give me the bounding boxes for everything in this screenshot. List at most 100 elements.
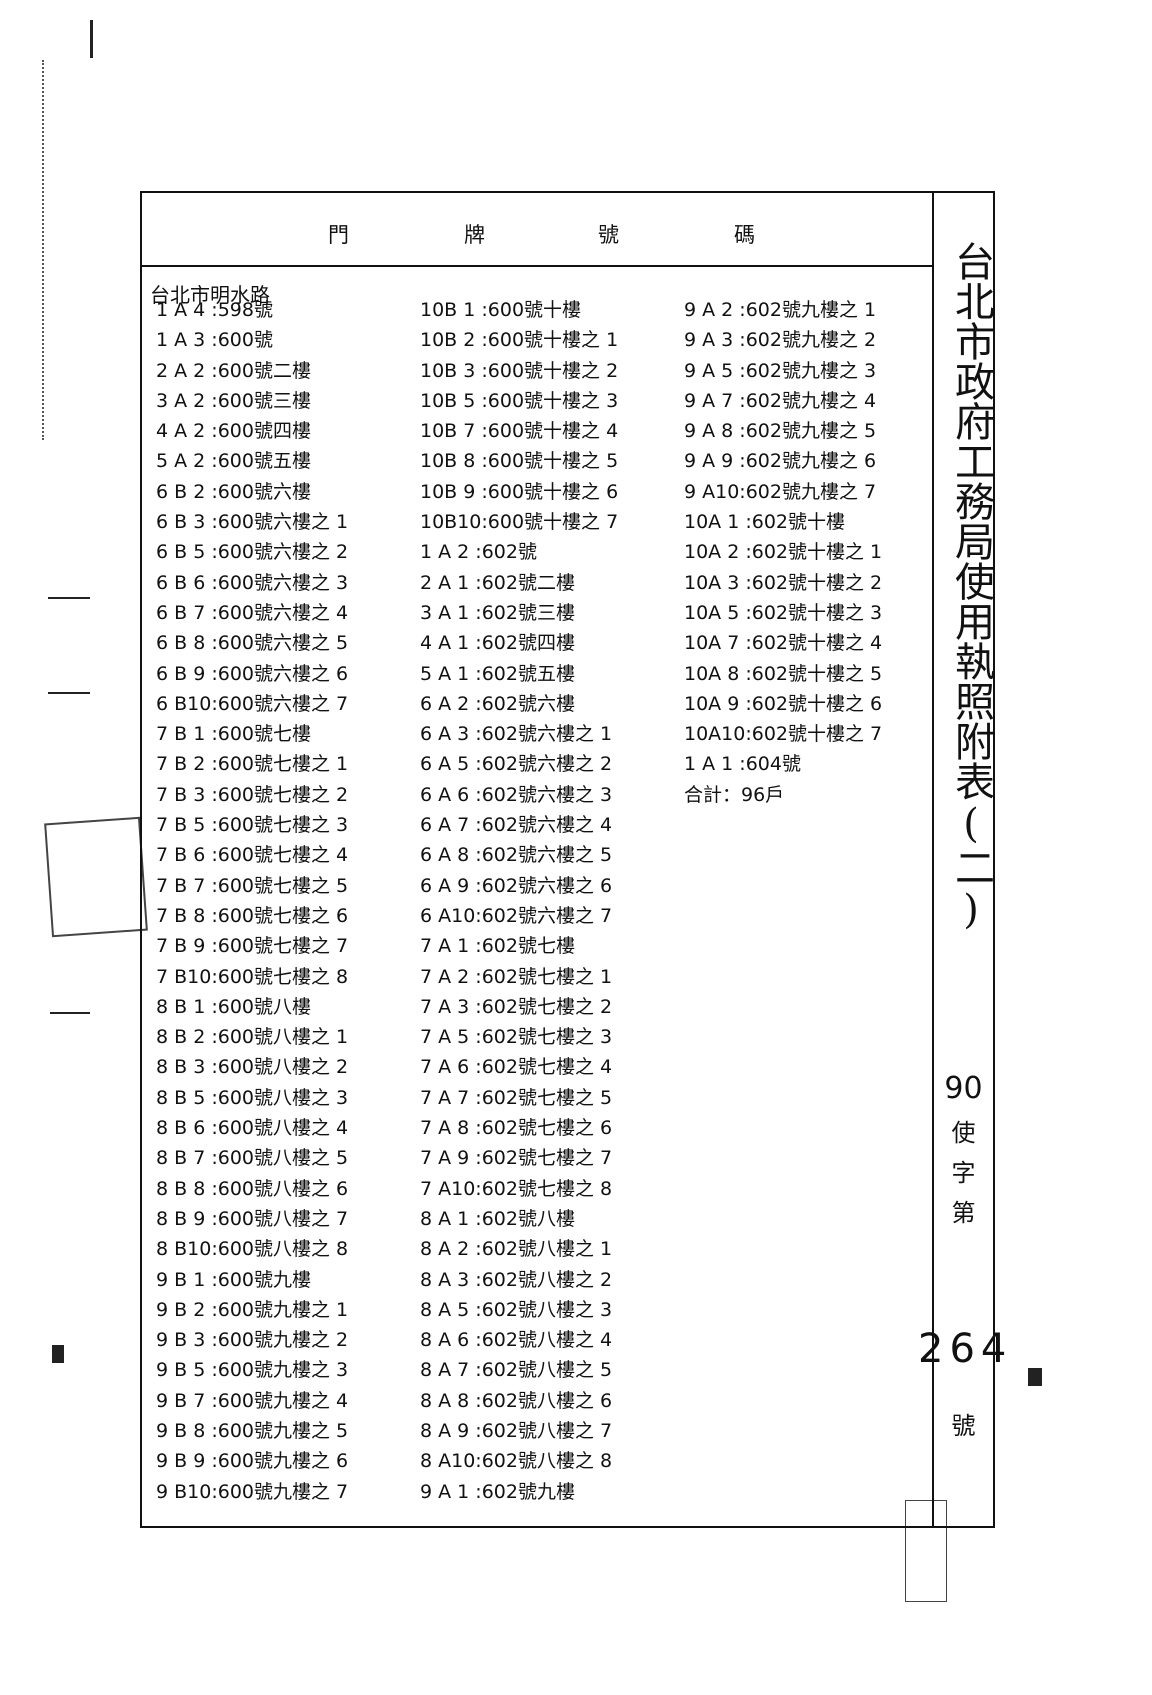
address-entry: 9 A 9 :602號九樓之 6 xyxy=(684,450,877,473)
address-entry: 5 A 2 :600號五樓 xyxy=(156,450,311,473)
address-entry: 9 B 3 :600號九樓之 2 xyxy=(156,1329,349,1352)
address-entry: 10B 8 :600號十樓之 5 xyxy=(420,450,619,473)
permit-number: 264 xyxy=(918,1326,1013,1372)
address-entry: 8 B10:600號八樓之 8 xyxy=(156,1238,349,1261)
attachment-title: 台北市政府工務局使用執照附表(二) xyxy=(948,241,994,933)
address-entry: 8 B 6 :600號八樓之 4 xyxy=(156,1117,349,1140)
scan-blot-left xyxy=(52,1345,64,1363)
permit-char-2: 字 xyxy=(951,1159,976,1187)
address-entry: 6 A10:602號六樓之 7 xyxy=(420,904,613,927)
address-entry: 7 B10:600號七樓之 8 xyxy=(156,965,349,988)
address-entry: 7 A 7 :602號七樓之 5 xyxy=(420,1086,613,1109)
street-name: 台北市明水路 xyxy=(150,283,270,307)
scan-dash-1 xyxy=(48,597,90,599)
address-entry: 9 B 7 :600號九樓之 4 xyxy=(156,1389,349,1412)
address-entry: 7 B 6 :600號七樓之 4 xyxy=(156,844,349,867)
address-entry: 9 B 9 :600號九樓之 6 xyxy=(156,1450,349,1473)
address-entry: 8 B 2 :600號八樓之 1 xyxy=(156,1026,349,1049)
address-entry: 3 A 2 :600號三樓 xyxy=(156,389,311,412)
address-entry: 7 A 6 :602號七樓之 4 xyxy=(420,1056,613,1079)
scan-dotted-line xyxy=(42,60,44,440)
address-entry: 6 A 6 :602號六樓之 3 xyxy=(420,783,613,806)
address-entry: 9 B 2 :600號九樓之 1 xyxy=(156,1298,349,1321)
address-entry: 8 A 5 :602號八樓之 3 xyxy=(420,1298,613,1321)
address-entry: 9 B10:600號九樓之 7 xyxy=(156,1480,349,1503)
address-entry: 9 B 5 :600號九樓之 3 xyxy=(156,1359,349,1382)
address-entry: 6 B 9 :600號六樓之 6 xyxy=(156,662,349,685)
permit-year: 90 xyxy=(944,1071,983,1106)
address-entry: 4 A 2 :600號四樓 xyxy=(156,420,311,443)
scan-dash-2 xyxy=(48,692,90,694)
address-entry: 7 B 7 :600號七樓之 5 xyxy=(156,874,349,897)
permit-char-3: 第 xyxy=(951,1199,976,1227)
address-entry: 9 A 5 :602號九樓之 3 xyxy=(684,359,877,382)
address-entry: 10A10:602號十樓之 7 xyxy=(684,723,883,746)
address-entry: 6 A 5 :602號六樓之 2 xyxy=(420,753,613,776)
address-entry: 10A 2 :602號十樓之 1 xyxy=(684,541,883,564)
address-entry: 6 B 2 :600號六樓 xyxy=(156,480,311,503)
address-entry: 6 B 5 :600號六樓之 2 xyxy=(156,541,349,564)
address-entry: 10A 9 :602號十樓之 6 xyxy=(684,692,883,715)
address-entry: 10A 7 :602號十樓之 4 xyxy=(684,632,883,655)
address-entry: 9 A10:602號九樓之 7 xyxy=(684,480,877,503)
address-entry: 8 B 9 :600號八樓之 7 xyxy=(156,1207,349,1230)
address-entry: 6 B10:600號六樓之 7 xyxy=(156,692,349,715)
header-divider xyxy=(142,265,932,267)
address-entry: 2 A 2 :600號二樓 xyxy=(156,359,311,382)
address-entry: 7 A10:602號七樓之 8 xyxy=(420,1177,613,1200)
signature-seal xyxy=(905,1500,947,1602)
address-entry: 7 A 5 :602號七樓之 3 xyxy=(420,1026,613,1049)
address-entry: 9 A 8 :602號九樓之 5 xyxy=(684,420,877,443)
address-entry: 10B 9 :600號十樓之 6 xyxy=(420,480,619,503)
address-entry: 10A 3 :602號十樓之 2 xyxy=(684,571,883,594)
address-entry: 8 B 7 :600號八樓之 5 xyxy=(156,1147,349,1170)
address-entry: 8 A 8 :602號八樓之 6 xyxy=(420,1389,613,1412)
address-entry: 10B 3 :600號十樓之 2 xyxy=(420,359,619,382)
address-entry: 8 A 2 :602號八樓之 1 xyxy=(420,1238,613,1261)
address-entry: 8 A 7 :602號八樓之 5 xyxy=(420,1359,613,1382)
address-entry: 6 A 7 :602號六樓之 4 xyxy=(420,814,613,837)
address-entry: 2 A 1 :602號二樓 xyxy=(420,571,575,594)
permit-char-1: 使 xyxy=(951,1119,976,1147)
address-entry: 5 A 1 :602號五樓 xyxy=(420,662,575,685)
address-entry: 9 B 1 :600號九樓 xyxy=(156,1268,311,1291)
address-entry: 7 B 2 :600號七樓之 1 xyxy=(156,753,349,776)
address-entry: 8 B 3 :600號八樓之 2 xyxy=(156,1056,349,1079)
address-entry: 7 B 8 :600號七樓之 6 xyxy=(156,904,349,927)
address-entry: 9 A 2 :602號九樓之 1 xyxy=(684,299,877,321)
address-entry: 6 A 9 :602號六樓之 6 xyxy=(420,874,613,897)
address-entry: 1 A 3 :600號 xyxy=(156,329,273,352)
address-entry: 10B 5 :600號十樓之 3 xyxy=(420,389,619,412)
address-entry: 9 B 8 :600號九樓之 5 xyxy=(156,1419,349,1442)
address-entry: 6 A 3 :602號六樓之 1 xyxy=(420,723,613,746)
address-entry: 10A 1 :602號十樓 xyxy=(684,511,846,534)
address-entry: 6 B 6 :600號六樓之 3 xyxy=(156,571,349,594)
address-entry: 7 B 9 :600號七樓之 7 xyxy=(156,935,349,958)
address-entry: 6 B 8 :600號六樓之 5 xyxy=(156,632,349,655)
address-entry: 1 A 2 :602號 xyxy=(420,541,537,564)
header-label-1: 門 xyxy=(328,223,351,247)
address-entry: 10A 8 :602號十樓之 5 xyxy=(684,662,883,685)
address-entry: 7 B 3 :600號七樓之 2 xyxy=(156,783,349,806)
header-label-2: 牌 xyxy=(464,223,487,247)
address-entry: 7 A 1 :602號七樓 xyxy=(420,935,575,958)
address-entry: 7 A 9 :602號七樓之 7 xyxy=(420,1147,613,1170)
address-entry: 8 A10:602號八樓之 8 xyxy=(420,1450,613,1473)
address-entry: 10B10:600號十樓之 7 xyxy=(420,511,619,534)
address-entry: 8 A 6 :602號八樓之 4 xyxy=(420,1329,613,1352)
address-entry: 8 A 3 :602號八樓之 2 xyxy=(420,1268,613,1291)
address-entry: 10B 2 :600號十樓之 1 xyxy=(420,329,619,352)
address-entry: 8 A 9 :602號八樓之 7 xyxy=(420,1419,613,1442)
address-entry: 6 A 2 :602號六樓 xyxy=(420,692,575,715)
permit-side-panel: 台北市政府工務局使用執照附表(二) 90 使 字 第 264 號 xyxy=(918,191,1006,1528)
address-entry: 4 A 1 :602號四樓 xyxy=(420,632,575,655)
address-entry: 7 A 3 :602號七樓之 2 xyxy=(420,995,613,1018)
address-entry: 6 B 7 :600號六樓之 4 xyxy=(156,601,349,624)
address-entry: 10B 7 :600號十樓之 4 xyxy=(420,420,619,443)
permit-suffix: 號 xyxy=(951,1412,976,1440)
address-entry: 合計：96戶 xyxy=(684,783,785,806)
address-entry: 9 A 3 :602號九樓之 2 xyxy=(684,329,877,352)
